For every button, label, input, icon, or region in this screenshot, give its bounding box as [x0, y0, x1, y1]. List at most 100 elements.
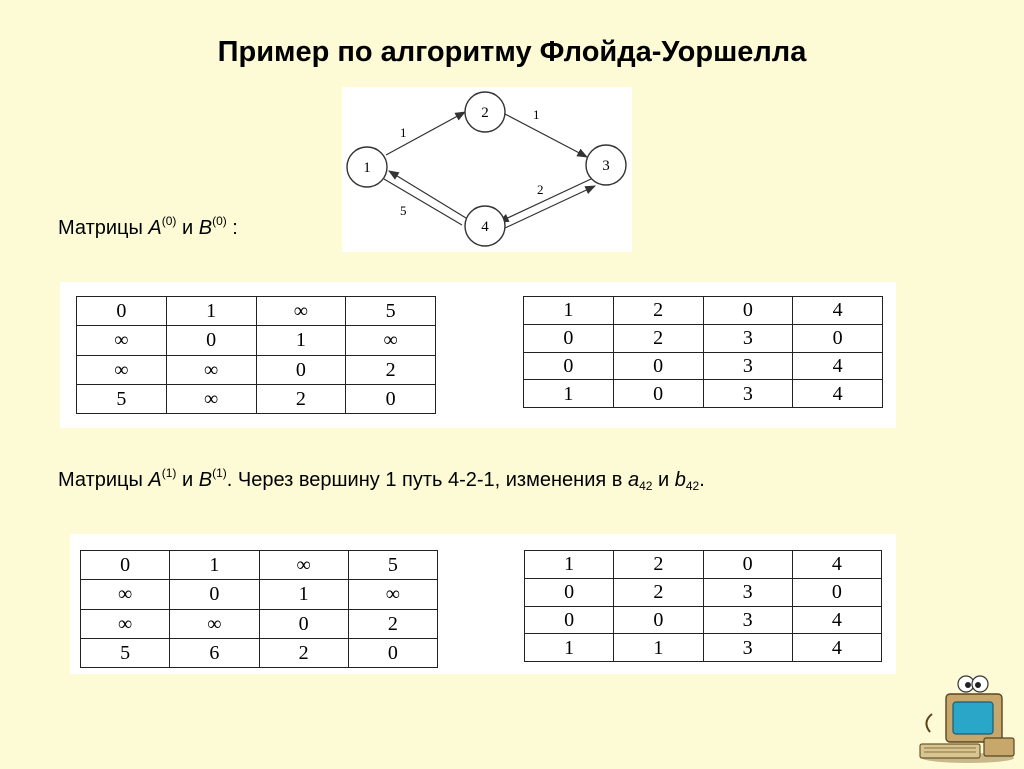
slide-title: Пример по алгоритму Флойда-Уоршелла	[217, 36, 807, 68]
matrix-cell: ∞	[165, 354, 257, 385]
edge-3-4	[498, 178, 592, 223]
matrix-cell: 0	[523, 577, 615, 607]
matrix-cell: 4	[792, 379, 883, 408]
matrix-cell: ∞	[345, 325, 436, 356]
edge-3-4b	[504, 185, 596, 229]
matrix-cell: ∞	[76, 325, 167, 356]
matrix-cell: 0	[612, 379, 704, 408]
matrix-cell: 0	[612, 351, 704, 381]
matrix-cell: 1	[523, 550, 615, 579]
edge-weight-1-2: 1	[400, 125, 407, 140]
svg-text:4: 4	[481, 219, 489, 235]
matrix-cell: 3	[702, 323, 794, 353]
matrix-cell: ∞	[76, 354, 167, 385]
matrix-cell: 3	[702, 351, 794, 381]
edge-weight-3-4: 2	[537, 182, 544, 197]
matrix-cell: 1	[523, 296, 614, 325]
edge-weight-4-1: 5	[400, 203, 407, 218]
matrix-cell: 6	[169, 637, 260, 669]
matrix-cell: 5	[76, 383, 167, 415]
matrix-cell: 2	[613, 550, 704, 579]
matrix-cell: 3	[702, 605, 793, 635]
graph-node-3: 3	[585, 144, 627, 186]
matrix-cell: ∞	[255, 295, 347, 327]
matrix-cell: 0	[523, 323, 614, 353]
matrix-cell: 0	[255, 354, 347, 385]
matrix-cell: 0	[258, 608, 349, 639]
matrix-cell: 4	[791, 605, 883, 635]
edge-1-2	[385, 111, 466, 156]
matrix-cell: 1	[523, 633, 615, 662]
matrix-cell: 0	[702, 296, 794, 325]
matrix-cell: ∞	[169, 608, 260, 639]
matrix-cell: 2	[612, 296, 704, 325]
matrix-cell: 0	[165, 325, 257, 356]
matrix-cell: ∞	[79, 608, 171, 639]
matrix-cell: ∞	[79, 579, 171, 610]
graph-node-4: 4	[464, 205, 506, 247]
matrix-cell: 2	[612, 323, 704, 353]
edge-weight-2-3: 1	[533, 107, 540, 122]
graph-node-2: 2	[464, 91, 506, 133]
matrix-cell: ∞	[258, 549, 349, 581]
matrix-cell: 1	[169, 549, 260, 581]
matrix-cell: 0	[76, 295, 167, 327]
matrix-cell: 0	[345, 383, 436, 415]
edge-4-1b	[383, 178, 463, 226]
edge-4-1	[388, 170, 467, 219]
matrix-cell: 4	[791, 633, 883, 662]
matrix-cell: 0	[792, 323, 883, 353]
svg-text:3: 3	[602, 158, 610, 174]
matrix-cell: 2	[258, 637, 349, 669]
matrix-cell: 0	[523, 605, 615, 635]
matrix-cell: 0	[79, 549, 171, 581]
matrix-cell: 0	[169, 579, 260, 610]
matrix-cell: 0	[702, 550, 793, 579]
matrix-cell: 1	[165, 295, 257, 327]
matrix-cell: 0	[791, 577, 883, 607]
matrix-cell: 2	[255, 383, 347, 415]
edge-2-3	[504, 113, 588, 158]
matrix-cell: 2	[345, 354, 436, 385]
matrix-cell: 4	[792, 296, 883, 325]
graph-diagram: 1 1 2 5 1 2 3 4	[342, 87, 632, 252]
matrix-cell: 5	[345, 295, 436, 327]
matrix-cell: 4	[792, 351, 883, 381]
matrix-cell: 1	[613, 633, 704, 662]
matrix-cell: 2	[613, 577, 704, 607]
matrix-cell: 1	[258, 579, 349, 610]
matrix-cell: 2	[347, 608, 439, 639]
matrix-cell: 3	[702, 633, 793, 662]
matrix-cell: 5	[347, 549, 439, 581]
matrix-cell: 3	[702, 577, 793, 607]
matrix-cell: 0	[347, 637, 439, 669]
svg-text:2: 2	[481, 105, 489, 121]
caption-matrices-1: Матрицы A(1) и B(1). Через вершину 1 пут…	[58, 466, 705, 493]
computer-mascot-icon	[918, 672, 1018, 764]
matrix-cell: 5	[79, 637, 171, 669]
matrix-cell: 1	[255, 325, 347, 356]
matrix-cell: 4	[791, 550, 883, 579]
matrix-cell: 0	[523, 351, 614, 381]
matrix-cell: 1	[523, 379, 614, 408]
matrix-cell: ∞	[347, 579, 439, 610]
